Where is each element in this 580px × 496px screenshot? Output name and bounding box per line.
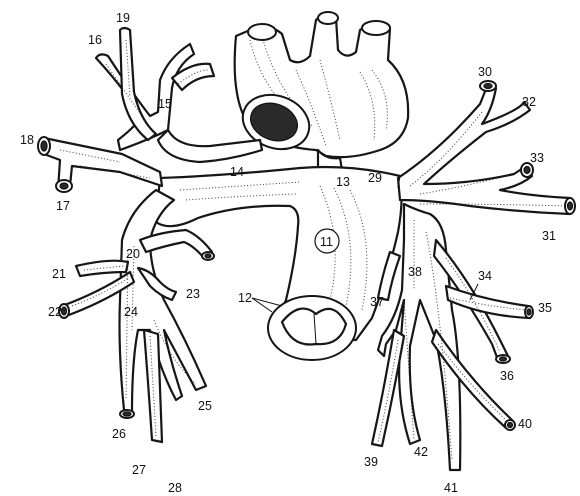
label-18: 18 — [20, 133, 34, 147]
label-25: 25 — [198, 399, 212, 413]
label-39: 39 — [364, 455, 378, 469]
label-28: 28 — [168, 481, 182, 495]
label-23: 23 — [186, 287, 200, 301]
label-27: 27 — [132, 463, 146, 477]
label-32: 32 — [522, 95, 536, 109]
label-36: 36 — [500, 369, 514, 383]
label-33: 33 — [530, 151, 544, 165]
label-35: 35 — [538, 301, 552, 315]
label-13: 13 — [336, 175, 350, 189]
label-30: 30 — [478, 65, 492, 79]
label-21: 21 — [52, 267, 66, 281]
label-14: 14 — [230, 165, 244, 179]
label-42: 42 — [414, 445, 428, 459]
label-37: 37 — [370, 295, 384, 309]
label-16: 16 — [88, 33, 102, 47]
label-12: 12 — [238, 291, 252, 305]
label-19: 19 — [116, 11, 130, 25]
label-40: 40 — [518, 417, 532, 431]
label-41: 41 — [444, 481, 458, 495]
label-11: 11 — [320, 235, 333, 249]
label-38: 38 — [408, 265, 422, 279]
label-17: 17 — [56, 199, 70, 213]
left-lateral-branch — [38, 137, 162, 192]
label-26: 26 — [112, 427, 126, 441]
label-31: 31 — [542, 229, 556, 243]
right-lateral-branches — [398, 81, 575, 214]
label-20: 20 — [126, 247, 140, 261]
label-34: 34 — [478, 269, 492, 283]
label-22: 22 — [48, 305, 62, 319]
label-15: 15 — [158, 97, 172, 111]
label-29: 29 — [368, 171, 382, 185]
label-24: 24 — [124, 305, 138, 319]
